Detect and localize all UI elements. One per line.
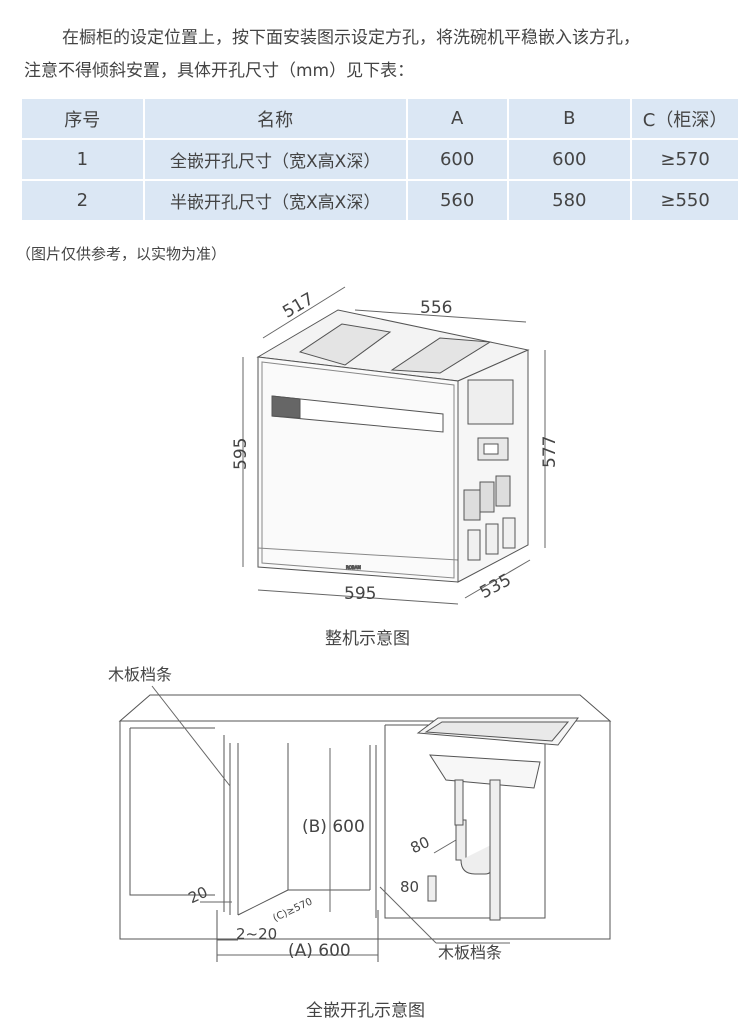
table-header: 序号: [22, 99, 143, 138]
cutout-size-table: 序号 名称 A B C（柜深） 1 全嵌开孔尺寸（宽X高X深） 600 600 …: [20, 97, 740, 222]
figure2-caption: 全嵌开孔示意图: [306, 1001, 425, 1021]
dim-depth-top: 517: [279, 289, 317, 323]
wood-strip-label-bottom: 木板档条: [438, 943, 502, 962]
machine-diagram: ROBAM: [242, 286, 546, 605]
table-cell: ≥570: [632, 140, 738, 179]
table-cell: 2: [22, 181, 143, 220]
dim-b600: (B) 600: [302, 817, 365, 837]
disclaimer-note: （图片仅供参考，以实物为准）: [16, 245, 227, 263]
table-header: 名称: [144, 99, 406, 138]
dim-80-vert: 80: [400, 878, 419, 896]
table-cell: 580: [508, 181, 631, 220]
dim-height-left: 595: [231, 438, 251, 470]
cabinet-diagram: [118, 685, 612, 962]
table-row: 1 全嵌开孔尺寸（宽X高X深） 600 600 ≥570: [22, 140, 738, 179]
dim-2-20: 2~20: [236, 925, 277, 943]
wood-strip-label-top: 木板档条: [108, 665, 172, 684]
brand-label: ROBAM: [346, 565, 361, 570]
table-row: 2 半嵌开孔尺寸（宽X高X深） 560 580 ≥550: [22, 181, 738, 220]
dim-height-right: 577: [540, 436, 560, 468]
table-cell: ≥550: [632, 181, 738, 220]
table-header: C（柜深）: [632, 99, 738, 138]
table-cell: 560: [407, 181, 507, 220]
table-cell: 半嵌开孔尺寸（宽X高X深）: [144, 181, 406, 220]
table-header: A: [407, 99, 507, 138]
table-cell: 全嵌开孔尺寸（宽X高X深）: [144, 140, 406, 179]
dim-width-bottom: 595: [344, 584, 376, 604]
dim-width-top: 556: [420, 298, 452, 318]
table-header-row: 序号 名称 A B C（柜深）: [22, 99, 738, 138]
table-cell: 600: [508, 140, 631, 179]
dim-depth-bottom: 535: [477, 570, 515, 603]
intro-line-2: 注意不得倾斜安置，具体开孔尺寸（mm）见下表：: [24, 61, 415, 81]
intro-text: 在橱柜的设定位置上，按下面安装图示设定方孔，将洗碗机平稳嵌入该方孔， 注意不得倾…: [24, 22, 729, 88]
table-cell: 600: [407, 140, 507, 179]
table-cell: 1: [22, 140, 143, 179]
intro-line-1: 在橱柜的设定位置上，按下面安装图示设定方孔，将洗碗机平稳嵌入该方孔，: [62, 28, 640, 48]
figure1-caption: 整机示意图: [325, 629, 410, 649]
dim-a600: (A) 600: [288, 941, 351, 961]
table-header: B: [508, 99, 631, 138]
